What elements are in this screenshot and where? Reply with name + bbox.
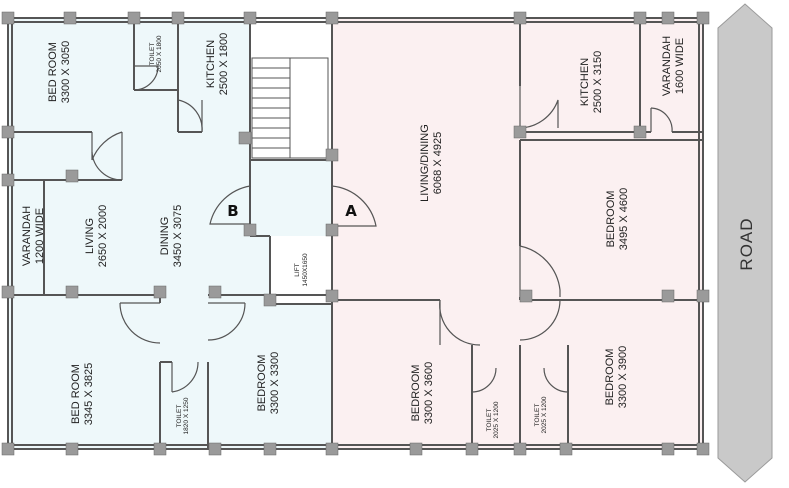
bedroom-3-name: BEDROOM — [256, 355, 268, 412]
column — [513, 11, 527, 25]
stair-core — [250, 18, 332, 160]
column — [513, 125, 527, 139]
column — [263, 442, 277, 456]
staircase — [251, 57, 329, 159]
column — [65, 442, 79, 456]
flat-b-marker: B — [227, 202, 238, 220]
verandah-a-name: VARANDAH — [661, 36, 673, 96]
column — [696, 11, 710, 25]
living-1-dims: 2650 X 2000 — [97, 205, 109, 267]
toilet-a2-name: TOILET — [534, 404, 541, 427]
column — [325, 442, 339, 456]
bedroom-a1-name: BEDROOM — [605, 191, 617, 248]
column — [696, 442, 710, 456]
bedroom-a3-name: BEDROOM — [604, 349, 616, 406]
column — [513, 442, 527, 456]
column — [519, 289, 533, 303]
verandah-1-name: VARANDAH — [21, 206, 33, 266]
toilet-a1-dims: 2025 X 1200 — [493, 401, 500, 438]
door-swings — [91, 65, 673, 393]
column — [1, 11, 15, 25]
lift-name: LIFT — [294, 263, 301, 276]
living-dining-a-name: LIVING/DINING — [419, 124, 431, 202]
column — [208, 442, 222, 456]
living-dining-a-dims: 6068 X 4925 — [432, 132, 444, 194]
outer-wall-inner — [11, 21, 700, 446]
dining-1-dims: 3450 X 3075 — [172, 205, 184, 267]
column — [559, 442, 573, 456]
column — [65, 169, 79, 183]
column — [208, 285, 222, 299]
column — [63, 11, 77, 25]
outer-wall — [7, 17, 704, 450]
column — [325, 289, 339, 303]
column — [1, 285, 15, 299]
road-label: ROAD — [737, 217, 756, 270]
kitchen-a-dims: 2500 X 3150 — [592, 51, 604, 113]
lift-dims: 1450X1650 — [302, 253, 309, 287]
living-1-name: LIVING — [84, 218, 96, 254]
toilet-1-dims: 2050 X 1800 — [156, 35, 163, 72]
bedroom-1-dims: 3300 X 3050 — [60, 41, 72, 103]
column — [409, 442, 423, 456]
kitchen-a-name: KITCHEN — [579, 58, 591, 106]
verandah-a-dims: 1600 WIDE — [674, 38, 686, 94]
room-labels: BED ROOM 3300 X 3050 TOILET 2050 X 1800 … — [21, 33, 756, 439]
bedroom-2-dims: 3345 X 3825 — [83, 363, 95, 425]
bedroom-3-dims: 3300 X 3300 — [269, 352, 281, 414]
kitchen-1-name: KITCHEN — [205, 40, 217, 88]
bedroom-a2-dims: 3300 X 3600 — [423, 362, 435, 424]
column — [661, 11, 675, 25]
verandah-1-dims: 1200 WIDE — [34, 208, 46, 264]
column — [1, 125, 15, 139]
bedroom-1-name: BED ROOM — [47, 42, 59, 102]
column — [633, 125, 647, 139]
column — [238, 131, 252, 145]
column — [696, 289, 710, 303]
dining-1-name: DINING — [159, 217, 171, 256]
toilet-2-name: TOILET — [176, 405, 183, 428]
column — [171, 11, 185, 25]
column — [127, 11, 141, 25]
column — [263, 293, 277, 307]
column — [661, 289, 675, 303]
toilet-1-name: TOILET — [149, 43, 156, 66]
column — [325, 223, 339, 237]
column — [153, 442, 167, 456]
kitchen-1-dims: 2500 X 1800 — [218, 33, 230, 95]
bedroom-a1-dims: 3495 X 4600 — [618, 188, 630, 250]
toilet-a2-dims: 2025 X 1200 — [541, 396, 548, 433]
flat-b-area — [8, 18, 332, 449]
toilet-2-dims: 1820 X 1250 — [183, 397, 190, 434]
column — [325, 148, 339, 162]
column — [325, 11, 339, 25]
flat-a-marker: A — [345, 202, 357, 220]
bedroom-a2-name: BEDROOM — [410, 365, 422, 422]
columns — [1, 11, 710, 456]
column — [661, 442, 675, 456]
column — [65, 285, 79, 299]
column — [465, 442, 479, 456]
column — [243, 11, 257, 25]
flat-a-area — [332, 18, 703, 449]
bedroom-a3-dims: 3300 X 3900 — [617, 346, 629, 408]
lift-shaft — [270, 236, 332, 304]
road — [717, 3, 773, 483]
column — [153, 285, 167, 299]
bedroom-2-name: BED ROOM — [70, 364, 82, 424]
column — [1, 442, 15, 456]
toilet-a1-name: TOILET — [486, 409, 493, 432]
column — [243, 223, 257, 237]
column — [633, 11, 647, 25]
column — [1, 173, 15, 187]
